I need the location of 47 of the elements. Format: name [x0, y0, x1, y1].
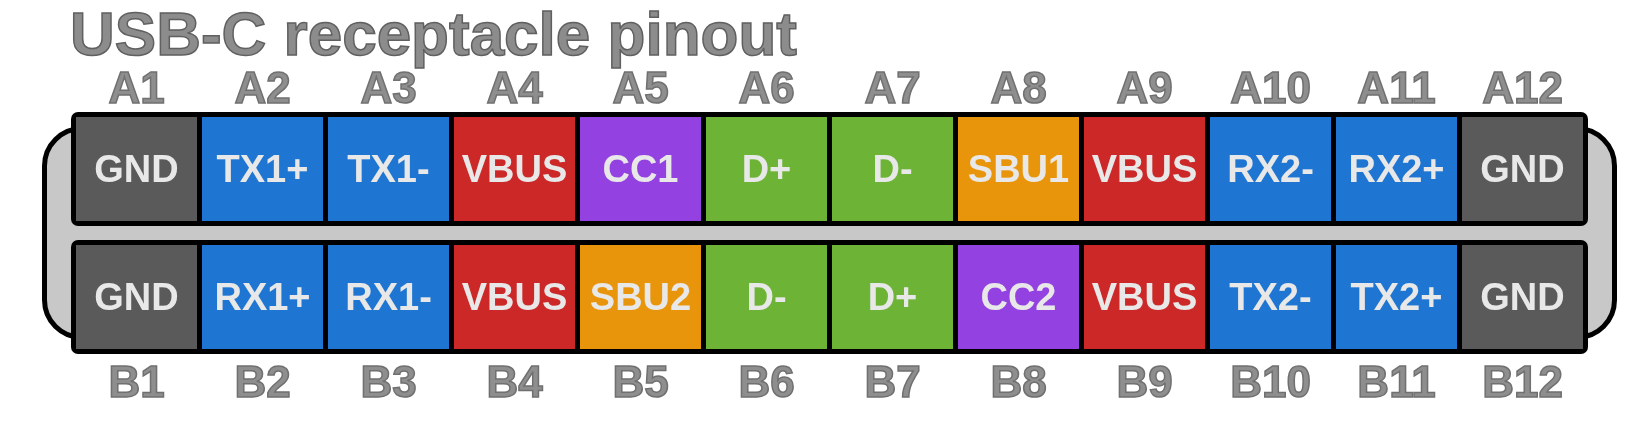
pin-number: A7	[864, 66, 921, 110]
pin-number: B4	[486, 360, 543, 404]
pin-number: B10	[1230, 360, 1311, 404]
pin-number: A8	[990, 66, 1047, 110]
pin-number: B7	[864, 360, 921, 404]
pin-number: B2	[234, 360, 291, 404]
pin-number: B9	[1116, 360, 1173, 404]
pin-number: A12	[1482, 66, 1563, 110]
pin-number: A6	[738, 66, 795, 110]
pin-contact: TX1-	[328, 117, 449, 221]
pin-contact: RX2+	[1336, 117, 1457, 221]
pin-number: B11	[1357, 360, 1436, 404]
pin-contact: D-	[832, 117, 953, 221]
pin-number: A9	[1116, 66, 1173, 110]
pin-contact: D-	[706, 245, 827, 349]
pin-contact: RX2-	[1210, 117, 1331, 221]
pin-number: A2	[234, 66, 291, 110]
pin-contact: RX1-	[328, 245, 449, 349]
pin-number: B8	[990, 360, 1047, 404]
pin-contact: CC2	[958, 245, 1079, 349]
pin-contact: CC1	[580, 117, 701, 221]
pin-contact: SBU1	[958, 117, 1079, 221]
pin-number: B5	[612, 360, 669, 404]
pin-number: A10	[1230, 66, 1311, 110]
pin-contact: VBUS	[1084, 245, 1205, 349]
pin-contact: GND	[1462, 245, 1583, 349]
pin-contact: GND	[76, 117, 197, 221]
pin-number: A1	[108, 66, 165, 110]
pin-contact: VBUS	[1084, 117, 1205, 221]
pin-number: A11	[1357, 66, 1436, 110]
pin-number: B3	[360, 360, 417, 404]
pin-contact: TX1+	[202, 117, 323, 221]
pin-number: A4	[486, 66, 543, 110]
pin-contact: VBUS	[454, 117, 575, 221]
pin-contact: GND	[1462, 117, 1583, 221]
pin-contact: RX1+	[202, 245, 323, 349]
pin-number: B1	[108, 360, 165, 404]
pin-number: B6	[738, 360, 795, 404]
diagram-title: USB-C receptacle pinout	[70, 2, 797, 66]
pin-contact: TX2+	[1336, 245, 1457, 349]
pin-number: B12	[1482, 360, 1563, 404]
pin-contact: D+	[832, 245, 953, 349]
pin-contact: VBUS	[454, 245, 575, 349]
pin-contact: GND	[76, 245, 197, 349]
pin-contact: TX2-	[1210, 245, 1331, 349]
pin-contact: SBU2	[580, 245, 701, 349]
pin-contact: D+	[706, 117, 827, 221]
